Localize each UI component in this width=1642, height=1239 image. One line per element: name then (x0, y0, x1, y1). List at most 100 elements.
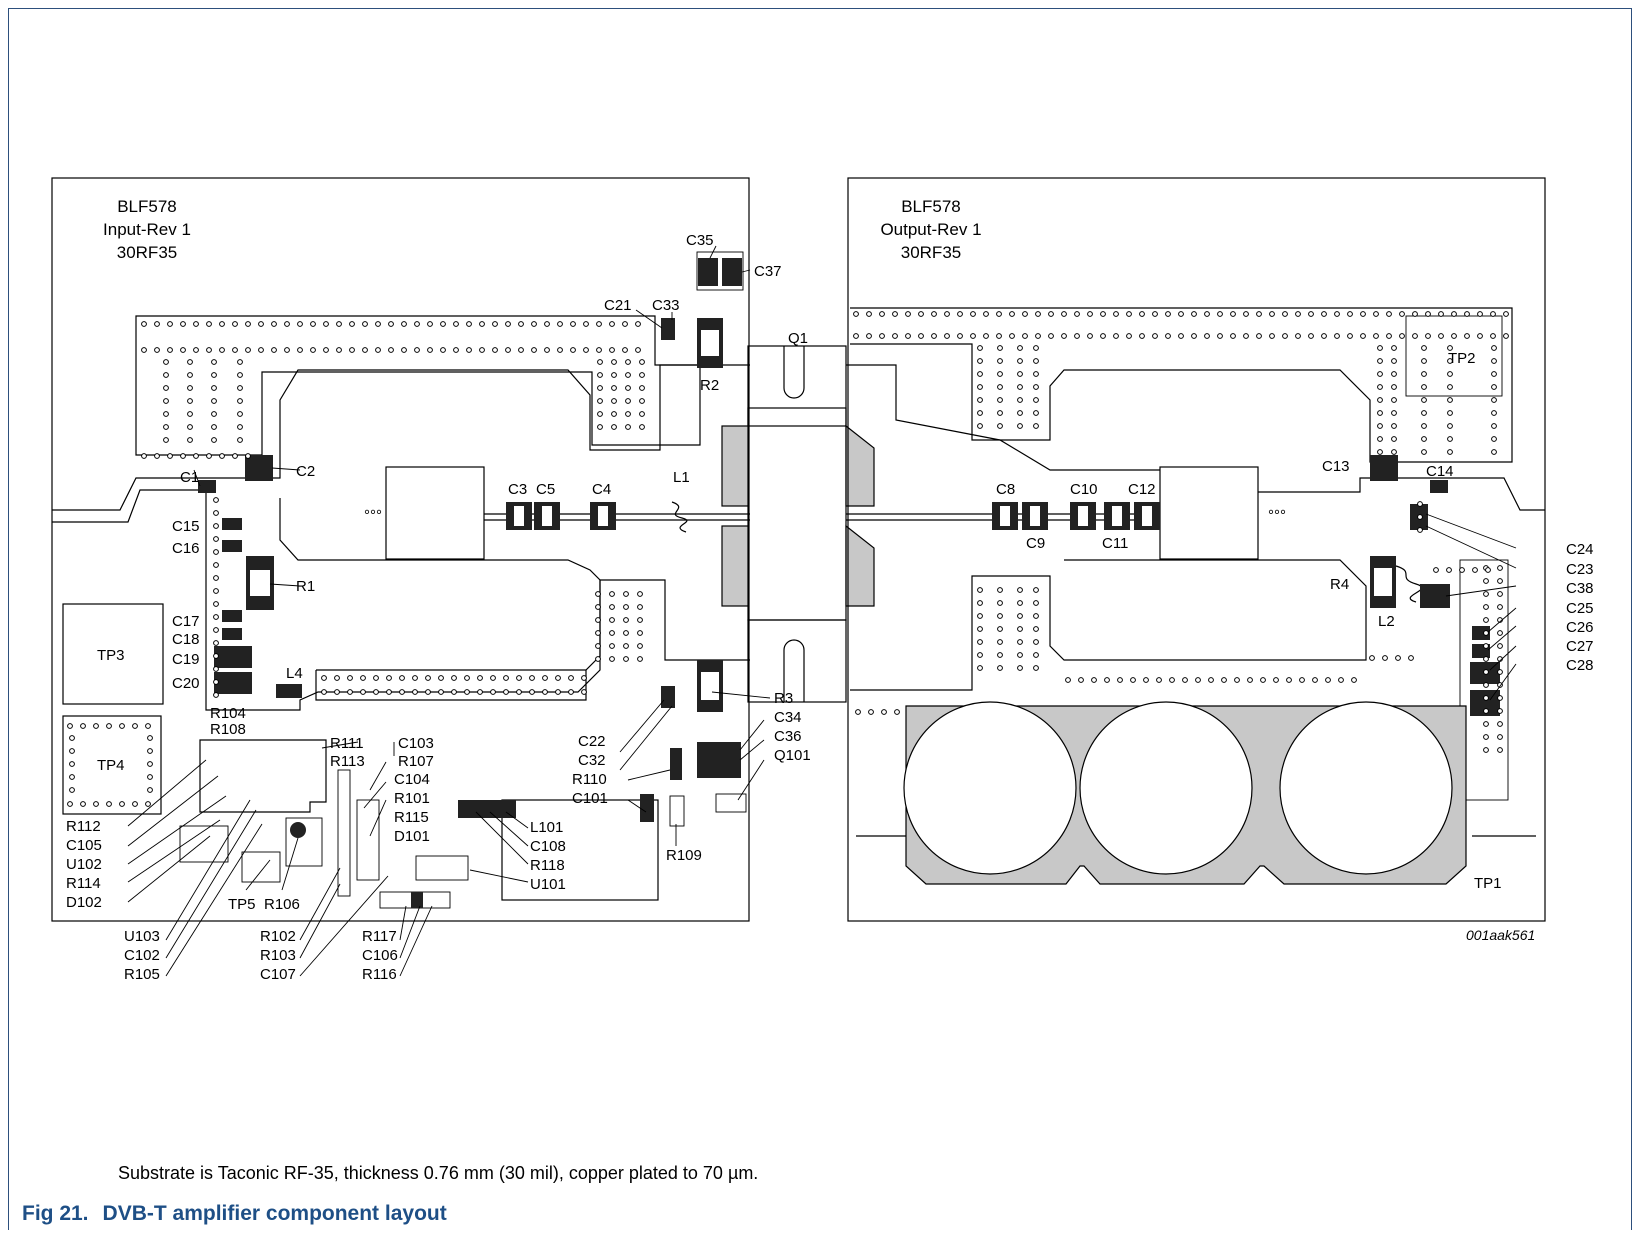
via-hole (1243, 311, 1249, 317)
label-C3: C3 (508, 481, 527, 498)
via-hole (67, 723, 73, 729)
via-hole (623, 591, 629, 597)
via-hole (219, 453, 225, 459)
via-hole (997, 600, 1003, 606)
via-hole (1152, 333, 1158, 339)
output-top-pour (850, 307, 1513, 463)
via-hole (595, 630, 601, 636)
via-hole (611, 398, 617, 404)
drawing-code: 001aak561 (1466, 927, 1535, 943)
label-R2: R2 (700, 377, 719, 394)
via-hole (1360, 333, 1366, 339)
input-center-pad (385, 466, 485, 560)
label-Q1: Q1 (788, 330, 808, 347)
label-C23: C23 (1566, 561, 1594, 578)
via-hole (1447, 397, 1453, 403)
via-hole (167, 347, 173, 353)
via-hole (451, 689, 457, 695)
via-hole (1017, 587, 1023, 593)
via-hole (597, 398, 603, 404)
via-hole (1256, 333, 1262, 339)
label-R101: R101 (394, 790, 430, 807)
via-hole (866, 333, 872, 339)
via-hole (637, 604, 643, 610)
output-bottom-pour (850, 559, 1367, 691)
label-C106: C106 (362, 947, 398, 964)
via-hole (1421, 384, 1427, 390)
via-hole (977, 665, 983, 671)
via-hole (1497, 734, 1503, 740)
label-C22: C22 (578, 733, 606, 750)
via-hole (977, 345, 983, 351)
via-hole (997, 410, 1003, 416)
via-hole (905, 311, 911, 317)
via-hole (440, 321, 446, 327)
via-hole (401, 321, 407, 327)
C16-part (222, 540, 242, 552)
via-hole (853, 311, 859, 317)
output-right-column (1459, 559, 1509, 801)
via-hole (918, 311, 924, 317)
via-hole (141, 321, 147, 327)
via-hole (977, 410, 983, 416)
via-hole (977, 613, 983, 619)
via-hole (1017, 345, 1023, 351)
via-hole (1347, 311, 1353, 317)
via-hole (1126, 311, 1132, 317)
via-hole (639, 385, 645, 391)
label-C2: C2 (296, 463, 315, 480)
via-hole (427, 321, 433, 327)
label-R114: R114 (66, 875, 101, 892)
via-hole (1483, 669, 1489, 675)
via-hole (516, 689, 522, 695)
via-hole (1017, 397, 1023, 403)
via-hole (154, 321, 160, 327)
label-R108: R108 (210, 721, 246, 738)
via-hole (1399, 333, 1405, 339)
via-hole (1156, 677, 1162, 683)
via-hole (453, 347, 459, 353)
via-hole (1491, 384, 1497, 390)
via-hole (213, 653, 219, 659)
via-hole (464, 689, 470, 695)
via-hole (1391, 358, 1397, 364)
via-hole (1033, 384, 1039, 390)
C101-part (640, 794, 654, 822)
via-hole (997, 397, 1003, 403)
via-hole (1459, 567, 1465, 573)
label-D102: D102 (66, 894, 102, 911)
via-hole (570, 321, 576, 327)
via-hole (977, 397, 983, 403)
substrate-note: Substrate is Taconic RF-35, thickness 0.… (118, 1163, 759, 1183)
via-hole (1483, 643, 1489, 649)
via-hole (597, 411, 603, 417)
via-hole (918, 333, 924, 339)
via-hole (297, 321, 303, 327)
via-hole (609, 617, 615, 623)
via-hole (1087, 311, 1093, 317)
via-hole (492, 321, 498, 327)
via-hole (1182, 677, 1188, 683)
via-hole (232, 321, 238, 327)
via-hole (427, 347, 433, 353)
via-hole (284, 347, 290, 353)
via-hole (479, 347, 485, 353)
label-C13: C13 (1322, 458, 1350, 475)
via-hole (868, 709, 874, 715)
via-hole (1447, 410, 1453, 416)
via-hole (1438, 333, 1444, 339)
via-hole (1017, 371, 1023, 377)
via-hole (597, 359, 603, 365)
via-hole (1497, 695, 1503, 701)
via-hole (1165, 311, 1171, 317)
via-hole (1091, 677, 1097, 683)
via-hole (625, 372, 631, 378)
via-hole (1391, 384, 1397, 390)
via-hole (147, 761, 153, 767)
via-hole (440, 347, 446, 353)
via-hole (1373, 333, 1379, 339)
via-hole (237, 359, 243, 365)
via-hole (163, 398, 169, 404)
R110-part (670, 748, 682, 780)
via-hole (1074, 311, 1080, 317)
